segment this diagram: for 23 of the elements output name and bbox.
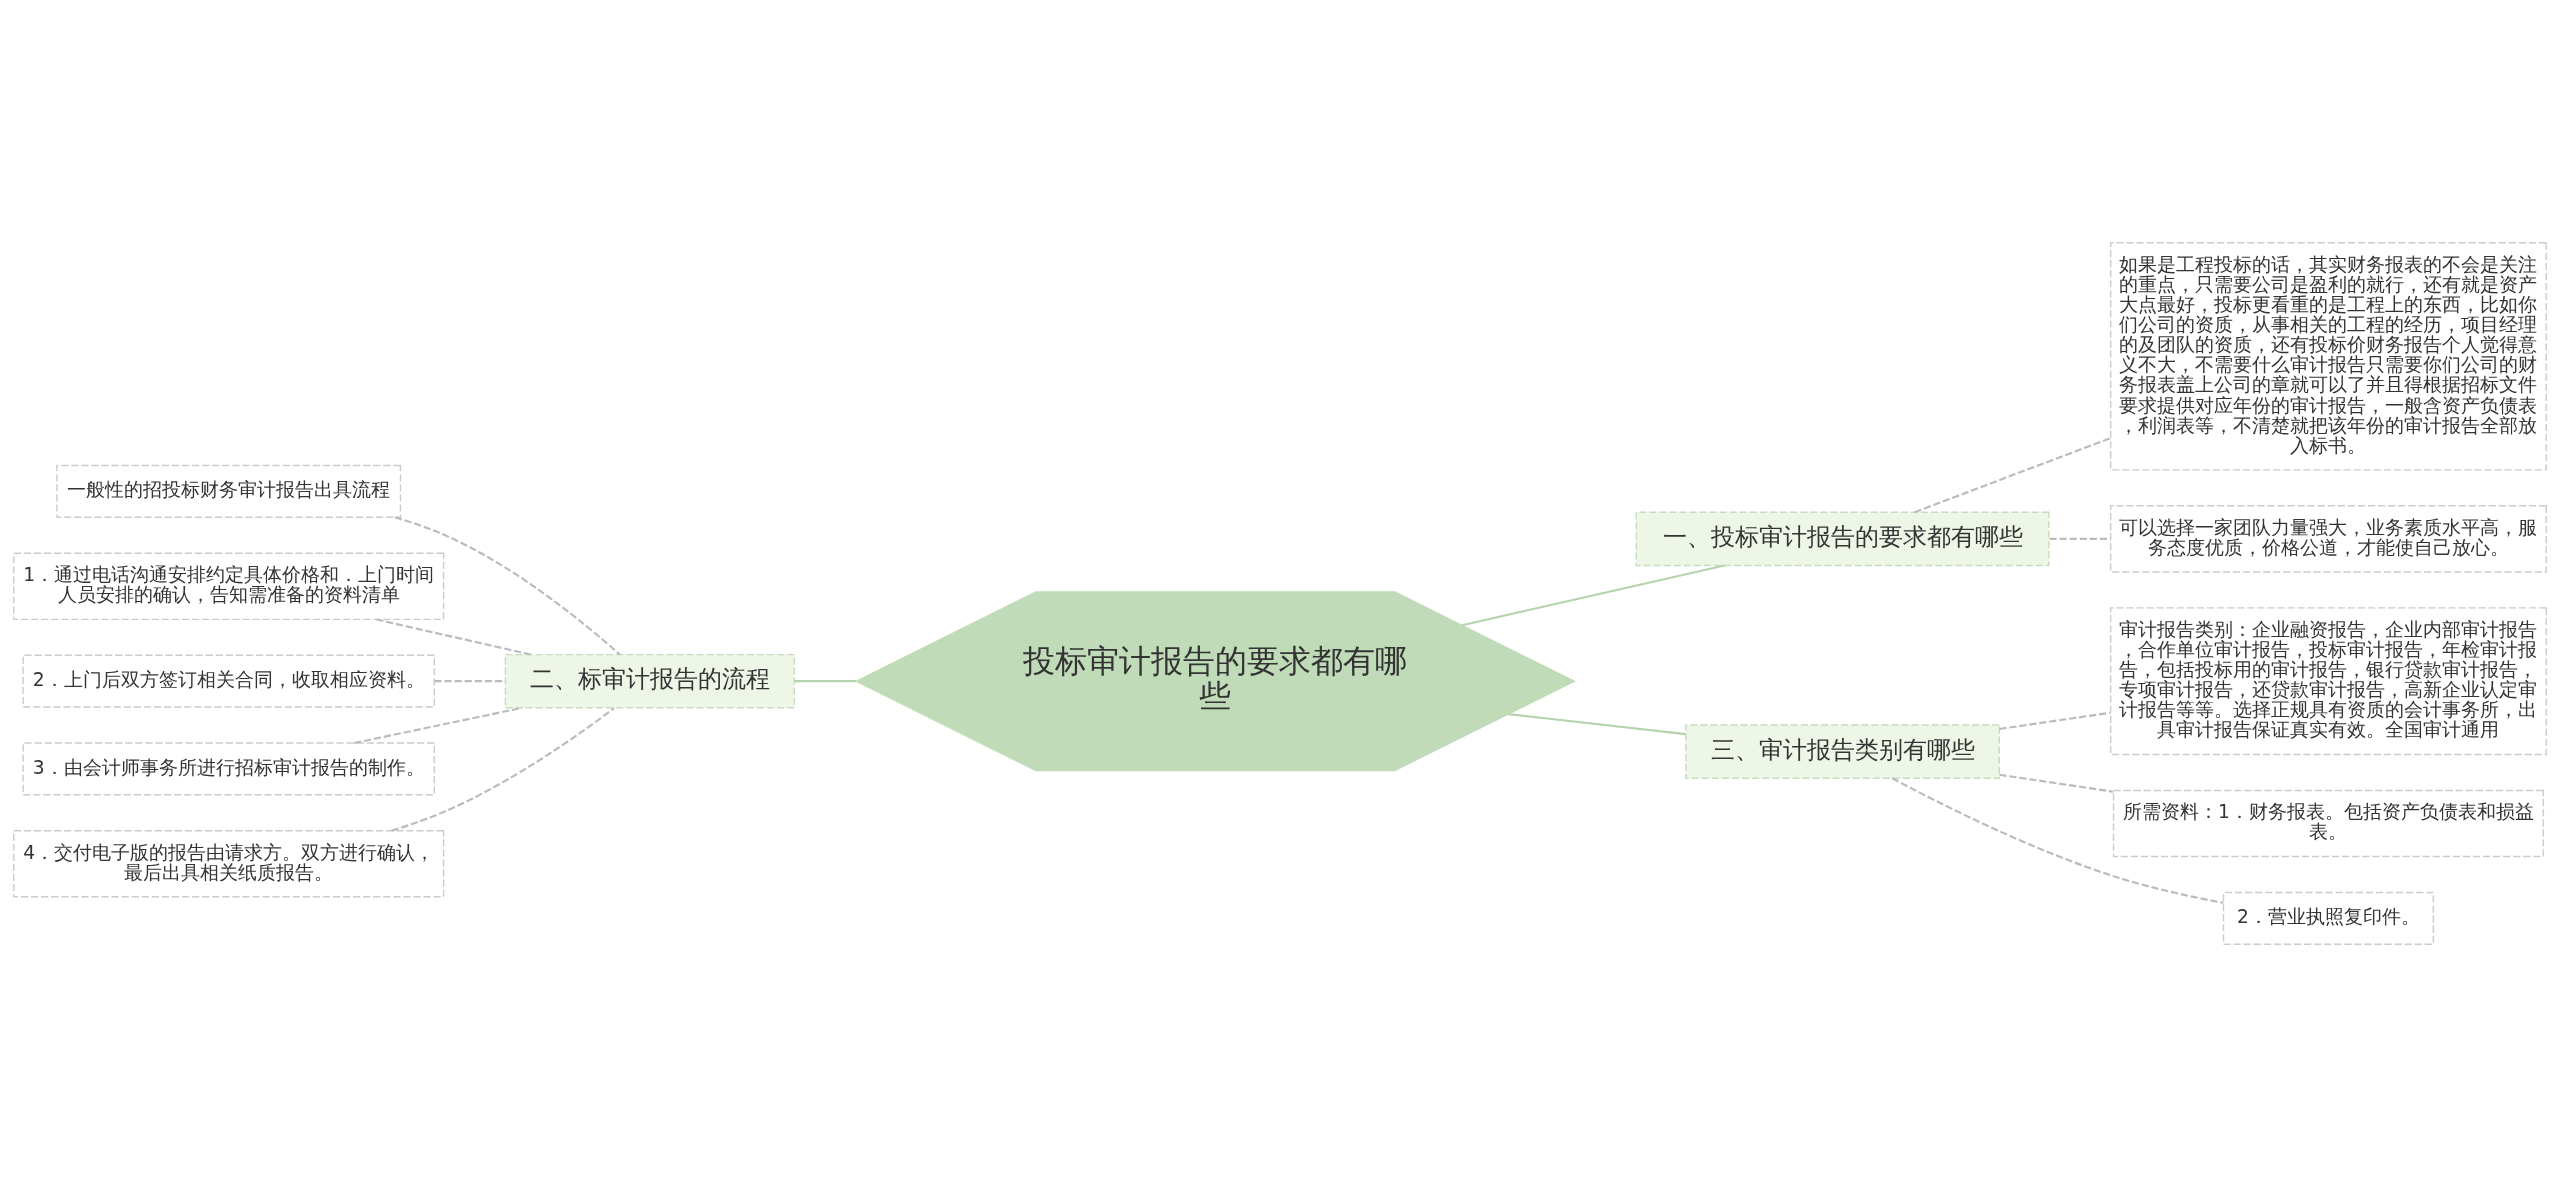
node-box: 4．交付电子版的报告由请求方。双方进行确认，最后出具相关纸质报告。 [13, 829, 445, 898]
node-box: 一般性的招投标财务审计报告出具流程 [56, 464, 402, 518]
connector [1508, 712, 1686, 735]
connector [1999, 773, 2114, 793]
connector [794, 679, 856, 682]
connector [1891, 776, 2224, 904]
node-box: 3．由会计师事务所进行招标审计报告的制作。 [22, 741, 435, 795]
connector [1914, 436, 2111, 513]
node-box: 审计报告类别：企业融资报告，企业内部审计报告，合作单位审计报告，投标审计报告，年检审计报告，包括投标用的审计报告，银行贷款审计报告，专项审计报告，还贷款审计报告，高新企业认定审计报告等等。选择正规具有资质的会计事务所，出具审计报告保证真实有效。全国审计通用 [2109, 606, 2547, 755]
node-box: 一、投标审计报告的要求都有哪些 [1635, 511, 2050, 566]
node-box: 所需资料：1．财务报表。包括资产负债表和损益表。 [2112, 789, 2545, 857]
connector [394, 515, 621, 655]
node-box: 1．通过电话沟通安排约定具体价格和．上门时间人员安排的确认，告知需准备的资料清单 [13, 552, 445, 620]
connector [1461, 563, 1725, 626]
node-box: 2．上门后双方签订相关合同，收取相应资料。 [22, 654, 435, 708]
node-box: 三、审计报告类别有哪些 [1685, 723, 2000, 779]
connector [434, 679, 505, 682]
node-box: 2．营业执照复印件。 [2222, 891, 2435, 945]
node-box: 如果是工程投标的话，其实财务报表的不会是关注的重点，只需要公司是盈利的就行，还有就是资产大点最好，投标更看重的是工程上的东西，比如你们公司的资质，从事相关的工程的经历，项目经理的及团队的资质，还有投标价财务报告个人觉得意义不大，不需要什么审计报告只需要你们公司的财务报表盖上公司的章就可以了并且得根据招标文件要求提供对应年份的审计报告，一般含资产负债表，利润表等，不清楚就把该年份的审计报告全部放入标书。 [2109, 241, 2547, 471]
node-box: 可以选择一家团队力量强大，业务素质水平高，服务态度优质，价格公道，才能使自己放心。 [2109, 504, 2547, 573]
connector [1999, 711, 2111, 730]
node-box: 二、标审计报告的流程 [504, 653, 796, 708]
connector [376, 617, 532, 656]
